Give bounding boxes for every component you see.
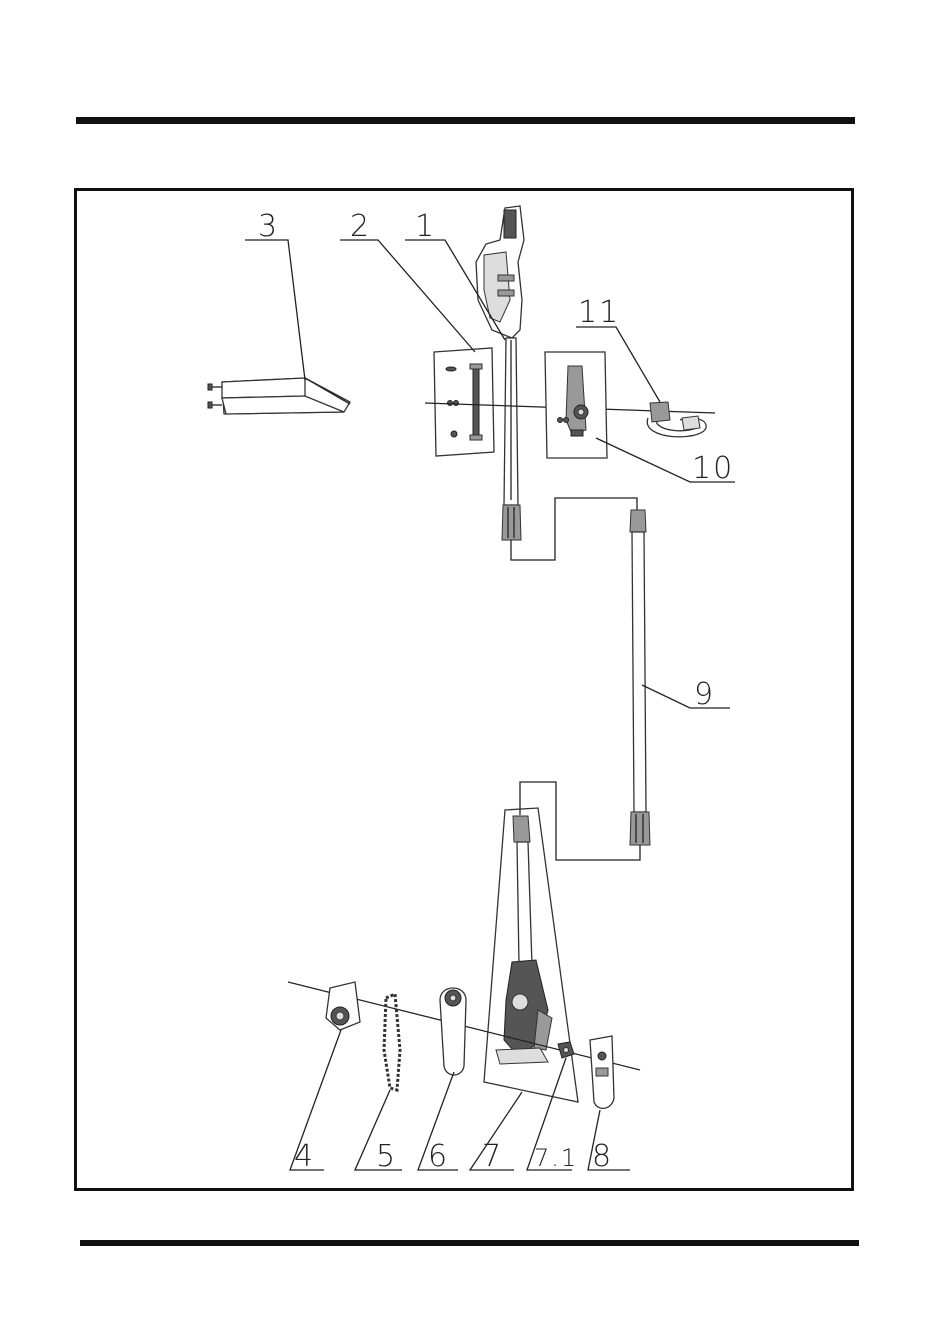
label-4: 4 [294, 1139, 315, 1174]
part-6-guide-bar [440, 988, 466, 1075]
part-9-extension-pole [630, 510, 650, 845]
label-7: 7 [482, 1139, 503, 1174]
label-7-1: 7.1 [534, 1144, 578, 1172]
part-4-sprocket-cover [326, 982, 360, 1030]
part-11-hook [647, 402, 706, 437]
part-10-bracket [545, 352, 607, 458]
label-1: 1 [415, 209, 436, 244]
label-5: 5 [376, 1139, 397, 1174]
label-9: 9 [694, 677, 715, 712]
part-8-bar-cover [590, 1036, 614, 1108]
part-7-motor-head [484, 808, 578, 1102]
label-8: 8 [592, 1139, 613, 1174]
label-3: 3 [258, 209, 279, 244]
label-11: 11 [578, 295, 620, 330]
part-3-batteries [208, 378, 350, 414]
label-10: 10 [692, 451, 734, 486]
part-2-screw-set [434, 348, 494, 456]
label-6: 6 [428, 1139, 449, 1174]
label-2: 2 [350, 209, 371, 244]
